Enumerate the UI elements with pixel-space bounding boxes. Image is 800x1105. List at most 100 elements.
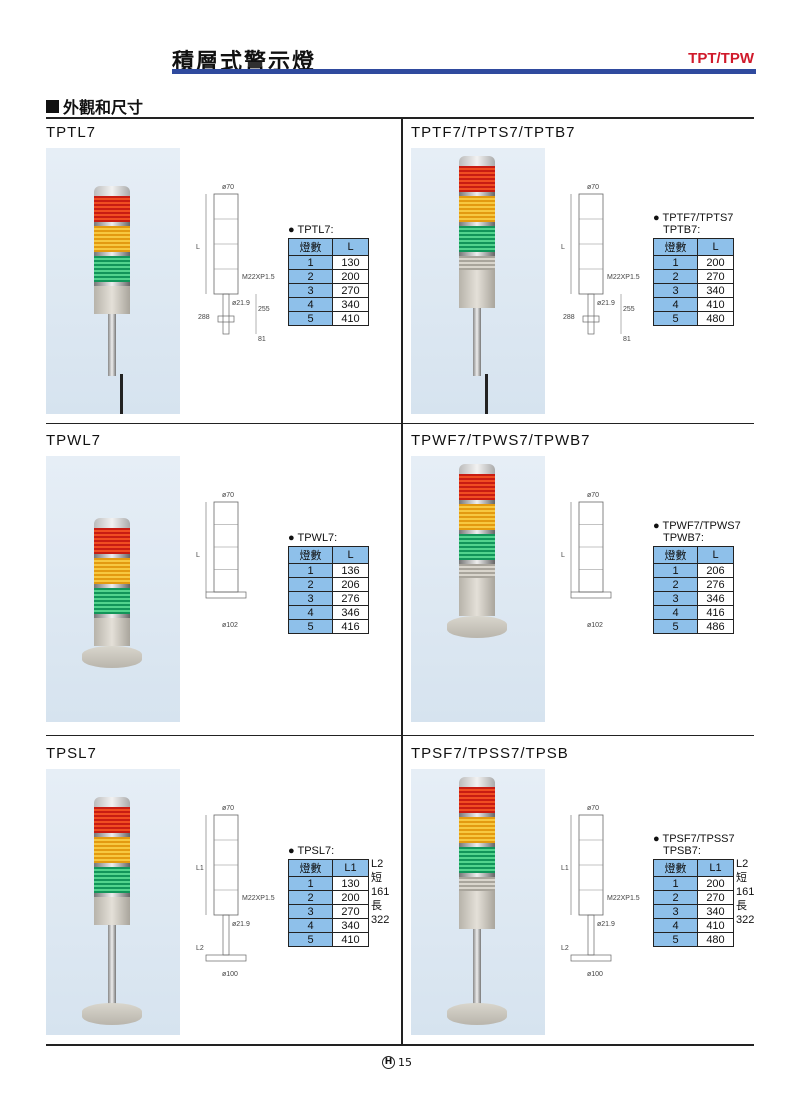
lamp-ring bbox=[94, 833, 130, 837]
lamp-ring bbox=[94, 252, 130, 256]
col-header-count: 燈數 bbox=[653, 238, 698, 256]
dim-length2-label: L2 bbox=[196, 945, 204, 952]
mount-pole bbox=[473, 308, 481, 376]
lamp-lens bbox=[459, 817, 495, 843]
cell-length: 340 bbox=[697, 904, 734, 919]
dimension-drawing bbox=[570, 193, 622, 335]
col-header-length: L bbox=[332, 238, 369, 256]
tower-lamp bbox=[94, 518, 130, 646]
dim-diameter-top: ø70 bbox=[587, 805, 600, 812]
dim-pipe-label: ø21.9 bbox=[232, 921, 250, 928]
lamp-body bbox=[459, 270, 495, 308]
cell-count: 5 bbox=[288, 619, 333, 634]
spec-header: ● TPSF7/TPSS7 bbox=[653, 833, 735, 845]
page-number: H 15 bbox=[382, 1056, 412, 1069]
cell-count: 5 bbox=[288, 932, 333, 947]
lamp-ring bbox=[94, 614, 130, 618]
cell-length: 206 bbox=[697, 563, 734, 578]
l2-value: 短161 bbox=[736, 872, 755, 898]
product-photo bbox=[411, 769, 545, 1035]
model-code: TPT/TPW bbox=[688, 50, 754, 67]
footer-rule bbox=[46, 1044, 754, 1046]
drawing-nut bbox=[582, 315, 600, 323]
l2-value: 長322 bbox=[736, 900, 755, 926]
cell-length: 340 bbox=[332, 918, 369, 933]
dim-81-label: 81 bbox=[623, 336, 631, 343]
buzzer-section bbox=[459, 564, 495, 578]
dim-base-label: ø100 bbox=[587, 971, 603, 978]
cell-count: 5 bbox=[653, 311, 698, 326]
cell-count: 1 bbox=[288, 255, 333, 270]
cell-length: 200 bbox=[332, 890, 369, 905]
lamp-ring bbox=[94, 554, 130, 558]
wall-base bbox=[82, 646, 142, 668]
cell-count: 2 bbox=[288, 890, 333, 905]
product-title: TPSF7/TPSS7/TPSB bbox=[411, 745, 569, 762]
dim-diameter-top: ø70 bbox=[222, 184, 235, 191]
stand-base bbox=[82, 1003, 142, 1025]
product-photo bbox=[46, 456, 180, 722]
lamp-lens bbox=[94, 837, 130, 863]
cell-count: 5 bbox=[653, 619, 698, 634]
dim-pipe-label: ø21.9 bbox=[597, 300, 615, 307]
title-rule bbox=[172, 69, 756, 74]
dim-length2-label: L2 bbox=[561, 945, 569, 952]
drawing-pipe bbox=[587, 914, 595, 956]
col-header-count: 燈數 bbox=[288, 238, 333, 256]
cell-count: 4 bbox=[288, 918, 333, 933]
cell-length: 410 bbox=[697, 297, 734, 312]
dim-diameter-top: ø70 bbox=[587, 492, 600, 499]
cell-count: 3 bbox=[653, 283, 698, 298]
cell-length: 206 bbox=[332, 577, 369, 592]
cell-length: 340 bbox=[332, 297, 369, 312]
dim-length-label: L bbox=[196, 552, 200, 559]
lamp-lens bbox=[459, 196, 495, 222]
cell-count: 1 bbox=[653, 255, 698, 270]
dim-diameter-top: ø70 bbox=[587, 184, 600, 191]
lamp-cap bbox=[94, 797, 130, 807]
cell-count: 3 bbox=[288, 283, 333, 298]
drawing-base bbox=[205, 591, 247, 599]
col-header-length: L1 bbox=[697, 859, 734, 877]
cell-count: 2 bbox=[288, 577, 333, 592]
cell-length: 200 bbox=[697, 255, 734, 270]
col-header-length: L1 bbox=[332, 859, 369, 877]
dimension-drawing bbox=[205, 501, 247, 599]
lamp-ring bbox=[94, 584, 130, 588]
lamp-ring bbox=[94, 222, 130, 226]
lamp-cap bbox=[94, 186, 130, 196]
lamp-ring bbox=[459, 873, 495, 877]
lamp-cap bbox=[94, 518, 130, 528]
cable bbox=[120, 374, 123, 414]
lamp-ring bbox=[459, 843, 495, 847]
dim-base-label: ø102 bbox=[587, 622, 603, 629]
cell-count: 4 bbox=[653, 605, 698, 620]
drawing-pipe bbox=[587, 293, 595, 335]
spec-header: TPTB7: bbox=[663, 224, 701, 236]
product-title: TPWF7/TPWS7/TPWB7 bbox=[411, 432, 591, 449]
l2-value: 長322 bbox=[371, 900, 390, 926]
grid-row-line-2 bbox=[46, 735, 754, 736]
cell-length: 486 bbox=[697, 619, 734, 634]
cell-length: 200 bbox=[332, 269, 369, 284]
dimension-drawing bbox=[205, 814, 247, 962]
lamp-lens bbox=[94, 807, 130, 833]
